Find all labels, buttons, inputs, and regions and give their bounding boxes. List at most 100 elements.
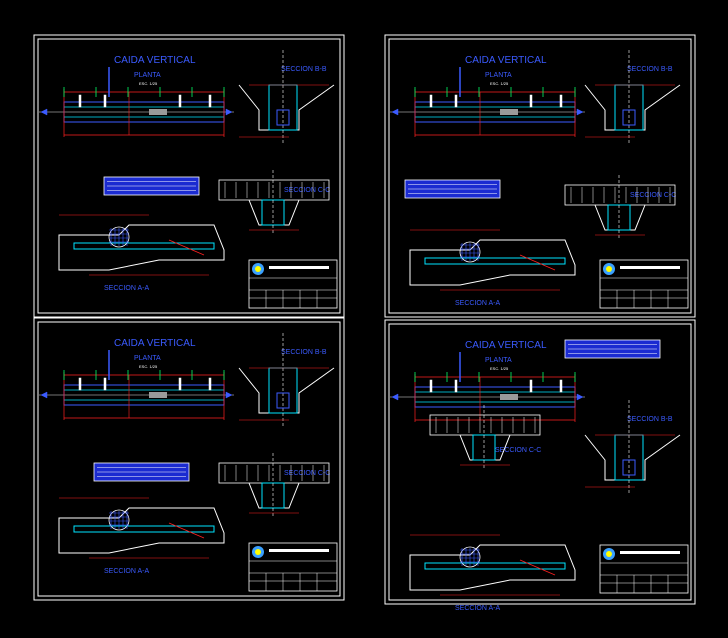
section-a-outline xyxy=(409,544,576,591)
sheet-frame-inner xyxy=(388,38,692,314)
title-block-logo-center xyxy=(606,551,612,557)
section-a-floor xyxy=(73,242,215,250)
section-a-pipe xyxy=(459,241,481,263)
section-a-leader xyxy=(168,522,205,539)
section-a-view: SECCION A-A xyxy=(58,497,225,575)
plan-arrow-left xyxy=(40,108,48,116)
plan-post xyxy=(529,379,533,393)
plan-post xyxy=(178,94,182,108)
plan-arrow-left xyxy=(391,108,399,116)
section-c-view: SECCION C-C xyxy=(564,175,676,240)
plan-arrow-right xyxy=(225,391,233,399)
section-a-leader xyxy=(519,254,556,271)
title-block xyxy=(599,259,689,309)
section-b-label: SECCION B-B xyxy=(281,349,327,356)
title-block xyxy=(248,259,338,309)
title-block xyxy=(599,544,689,594)
plan-view: CAIDA VERTICAL PLANTA ESC. 1/25 xyxy=(39,55,234,137)
section-b-view: SECCION B-B xyxy=(584,50,681,145)
plan-scale-label: ESC. 1/25 xyxy=(490,366,509,371)
plan-drop-fill xyxy=(149,392,167,398)
section-a-floor xyxy=(424,562,566,570)
section-a-floor xyxy=(424,257,566,265)
section-c-label: SECCION C-C xyxy=(284,470,330,477)
sheet-frame-inner xyxy=(37,321,341,597)
title-block-box xyxy=(599,544,689,594)
sheet-1: CAIDA VERTICAL PLANTA ESC. 1/25 SECCION B-B… xyxy=(33,34,345,318)
title-block-box xyxy=(248,542,338,592)
sheet-frame-outer xyxy=(33,317,345,601)
plan-label: PLANTA xyxy=(134,355,161,362)
section-a-outline xyxy=(58,224,225,271)
plan-arrow-right xyxy=(576,393,584,401)
plan-post xyxy=(78,377,82,391)
section-a-outline xyxy=(409,239,576,286)
title-block-text-bar xyxy=(620,551,680,554)
plan-post xyxy=(103,377,107,391)
title-block-logo-center xyxy=(255,266,261,272)
section-a-label: SECCION A-A xyxy=(104,568,149,575)
section-c-label: SECCION C-C xyxy=(495,447,541,454)
section-a-leader xyxy=(168,239,205,256)
plan-post xyxy=(454,379,458,393)
section-a-view: SECCION A-A xyxy=(409,229,576,307)
plan-post xyxy=(78,94,82,108)
section-c-label: SECCION C-C xyxy=(284,187,330,194)
section-b-view: SECCION B-B xyxy=(584,400,681,495)
plan-drop-fill xyxy=(500,394,518,400)
section-b-inner xyxy=(622,459,636,476)
title-block-logo-center xyxy=(255,549,261,555)
section-a-label: SECCION A-A xyxy=(455,605,500,612)
plan-scale-label: ESC. 1/25 xyxy=(490,81,509,86)
section-c-label: SECCION C-C xyxy=(630,192,676,199)
specs-table xyxy=(404,179,501,199)
plan-scale-label: ESC. 1/25 xyxy=(139,81,158,86)
plan-post xyxy=(529,94,533,108)
title-block-text-bar xyxy=(269,266,329,269)
section-a-outline xyxy=(58,507,225,554)
title-block-text-bar xyxy=(269,549,329,552)
section-b-inner xyxy=(622,109,636,126)
section-a-pipe xyxy=(108,226,130,248)
section-b-label: SECCION B-B xyxy=(627,416,673,423)
plan-post xyxy=(454,94,458,108)
sheet-frame-outer xyxy=(33,34,345,318)
title-block xyxy=(248,542,338,592)
sheet-title: CAIDA VERTICAL xyxy=(465,55,547,66)
plan-drop-fill xyxy=(500,109,518,115)
plan-arrow-right xyxy=(576,108,584,116)
title-block-text-bar xyxy=(620,266,680,269)
section-a-view: SECCION A-A xyxy=(58,214,225,292)
plan-post xyxy=(208,377,212,391)
plan-arrow-left xyxy=(391,393,399,401)
specs-table xyxy=(93,462,190,482)
plan-post xyxy=(208,94,212,108)
plan-scale-label: ESC. 1/25 xyxy=(139,364,158,369)
plan-label: PLANTA xyxy=(485,72,512,79)
section-a-leader xyxy=(519,559,556,576)
section-b-label: SECCION B-B xyxy=(281,66,327,73)
plan-post xyxy=(429,379,433,393)
section-b-label: SECCION B-B xyxy=(627,66,673,73)
sheet-title: CAIDA VERTICAL xyxy=(114,55,196,66)
plan-post xyxy=(559,94,563,108)
plan-post xyxy=(178,377,182,391)
plan-label: PLANTA xyxy=(134,72,161,79)
section-a-pipe xyxy=(108,509,130,531)
specs-table xyxy=(103,176,200,196)
plan-post xyxy=(559,379,563,393)
section-a-view: SECCION A-A xyxy=(409,534,576,612)
plan-arrow-left xyxy=(40,391,48,399)
plan-view: CAIDA VERTICAL PLANTA ESC. 1/25 xyxy=(390,55,585,137)
section-a-label: SECCION A-A xyxy=(455,300,500,307)
section-b-view: SECCION B-B xyxy=(238,333,335,428)
section-b-view: SECCION B-B xyxy=(238,50,335,145)
section-b-inner xyxy=(276,109,290,126)
sheet-frame-inner xyxy=(37,38,341,314)
plan-label: PLANTA xyxy=(485,357,512,364)
